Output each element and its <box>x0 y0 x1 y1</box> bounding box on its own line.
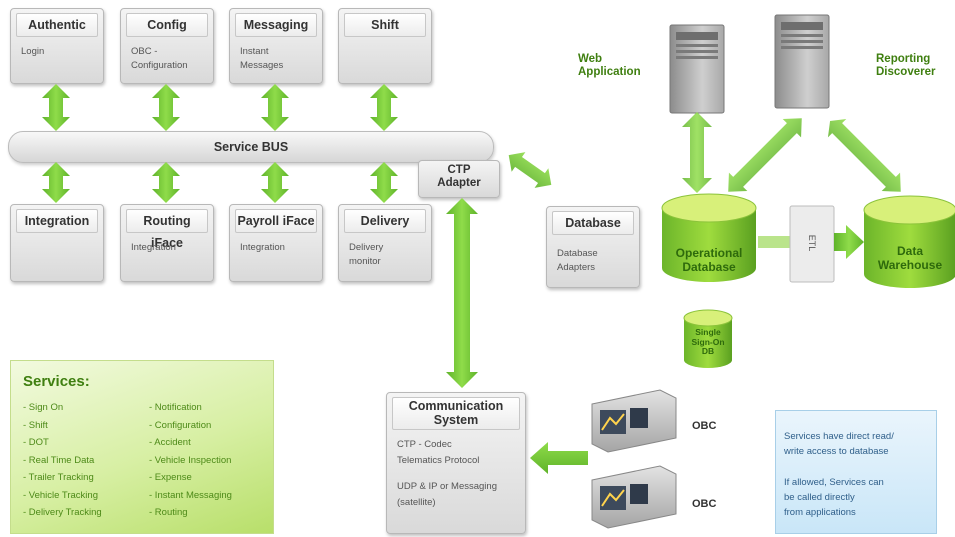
box-title: Integration <box>16 209 98 233</box>
arrow-web-operational <box>682 112 712 193</box>
payroll-iface-box: Payroll iFace Integration <box>229 204 323 282</box>
obc-label-2: OBC <box>692 498 717 510</box>
arrow-bus-database <box>508 152 552 188</box>
bottom-arrows <box>42 162 398 203</box>
config-service-box: Config OBC -Configuration <box>120 8 214 84</box>
obc-device-2 <box>591 465 677 529</box>
shift-service-box: Shift <box>338 8 432 84</box>
web-application-server <box>669 24 725 114</box>
box-title: Messaging <box>235 13 317 37</box>
box-title: Config <box>126 13 208 37</box>
list-item: - Expense <box>149 472 192 483</box>
ctp-label: CTP <box>447 164 471 176</box>
communication-system-box: Communication System CTP - Codec Telemat… <box>386 392 526 534</box>
list-item: - Vehicle Tracking <box>23 489 98 501</box>
box-title: Payroll iFace <box>235 209 317 233</box>
arrow-config-bus <box>152 84 180 131</box>
top-arrows <box>42 84 398 131</box>
reporting-server <box>774 14 830 109</box>
arrow-operational-reporting <box>728 118 802 192</box>
box-body: OBC -Configuration <box>131 46 188 71</box>
list-item: - DOT <box>23 437 49 448</box>
list-item: - Instant Messaging <box>149 489 232 501</box>
box-body: Integration <box>131 242 176 253</box>
arrow-bus-routing <box>152 162 180 203</box>
box-title: Authentic <box>16 13 98 37</box>
arrow-bus-integration <box>42 162 70 203</box>
list-item: - Routing <box>149 507 188 518</box>
integration-service-box: Integration <box>10 204 104 282</box>
list-item: - Vehicle Inspection <box>149 454 232 466</box>
data-warehouse-cylinder <box>863 195 955 288</box>
services-list-col1: - Sign On - Shift - DOT - Real Time Data… <box>23 399 102 522</box>
box-title: Database <box>552 211 634 235</box>
list-item: - Configuration <box>149 419 212 431</box>
routing-iface-box: Routing iFace Integration <box>120 204 214 282</box>
arrow-bus-payroll <box>261 162 289 203</box>
ctp-adapter-box: CTP Adapter <box>418 160 500 198</box>
arrow-ctp-communication <box>446 198 478 388</box>
list-item: - Delivery Tracking <box>23 507 102 518</box>
access-note: Services have direct read/write access t… <box>775 410 937 534</box>
authentic-service-box: Authentic Login <box>10 8 104 84</box>
box-body: Integration <box>240 242 285 253</box>
arrow-warehouse-reporting <box>827 118 901 192</box>
list-item: - Accident <box>149 437 191 448</box>
services-panel: Services: - Sign On - Shift - DOT - Real… <box>10 360 274 534</box>
box-title: Routing iFace <box>126 209 208 250</box>
box-title: Shift <box>344 13 426 37</box>
note-paragraph-1: Services have direct read/write access t… <box>784 431 894 457</box>
arrow-bus-delivery <box>370 162 398 203</box>
arrow-messaging-bus <box>261 84 289 131</box>
obc-label-1: OBC <box>692 420 717 432</box>
box-title: Communication System <box>392 397 520 430</box>
list-item: - Real Time Data <box>23 454 95 466</box>
services-list-col2: - Notification - Configuration - Acciden… <box>149 399 232 522</box>
obc-device-1 <box>591 389 677 453</box>
arrow-operational-etl <box>758 236 790 248</box>
list-item: - Trailer Tracking <box>23 472 94 483</box>
list-item: - Notification <box>149 402 202 413</box>
arrow-authentic-bus <box>42 84 70 131</box>
arrow-etl-warehouse <box>834 225 864 259</box>
list-item: - Sign On <box>23 402 64 413</box>
list-item: - Shift <box>23 419 48 431</box>
box-body: CTP - Codec Telematics Protocol UDP & IP… <box>397 439 497 508</box>
box-title: Delivery <box>344 209 426 233</box>
adapter-label: Adapter <box>437 177 481 189</box>
arrow-obc-communication <box>530 442 588 474</box>
arrow-shift-bus <box>370 84 398 131</box>
box-body: Login <box>21 46 45 57</box>
service-bus: Service BUS <box>8 131 494 163</box>
services-title: Services: <box>23 373 90 390</box>
etl-label: ETL <box>807 234 817 252</box>
